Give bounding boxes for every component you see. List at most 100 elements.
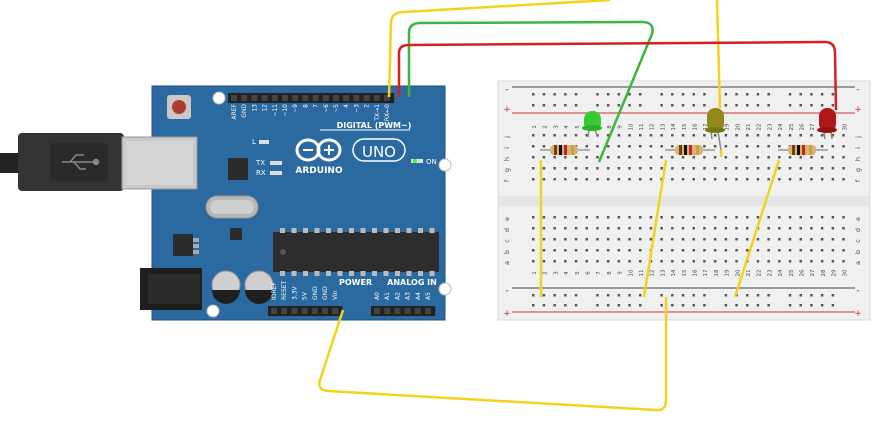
resistor[interactable] [665, 145, 715, 155]
red-led[interactable] [817, 108, 837, 140]
column-number: 23 [767, 269, 773, 276]
rail-minus-label: - [856, 85, 859, 95]
analog-pin-label: A0 [374, 292, 381, 300]
digital-pin[interactable] [333, 95, 339, 101]
digital-pin-label: 4 [343, 104, 350, 108]
digital-pin[interactable] [231, 95, 237, 101]
column-number: 13 [660, 123, 666, 130]
digital-pin-label: 7 [313, 104, 320, 108]
column-number: 20 [735, 269, 741, 276]
digital-pin[interactable] [302, 95, 309, 101]
digital-pin[interactable] [282, 95, 288, 101]
wire-yellow-gnd[interactable] [318, 297, 668, 412]
jumper-wires-breadboard[interactable] [539, 150, 781, 298]
breadboard[interactable]: 1122334455667788991010111112121313141415… [497, 80, 871, 321]
digital-pin[interactable] [261, 95, 268, 101]
row-letter: g [854, 168, 862, 172]
column-number: 6 [586, 271, 592, 275]
analog-pin-label: A5 [425, 292, 432, 300]
digital-pin-label: RX←0 [384, 104, 391, 121]
column-number: 9 [618, 125, 624, 129]
reset-button[interactable] [167, 95, 191, 119]
power-pin[interactable] [281, 308, 288, 314]
power-pin[interactable] [322, 308, 328, 314]
digital-pin[interactable] [343, 95, 350, 101]
digital-pin[interactable] [373, 95, 380, 101]
digital-pin-label: ~9 [292, 104, 299, 113]
row-letter: b [854, 250, 862, 254]
digital-pin[interactable] [271, 95, 278, 101]
column-number: 19 [725, 123, 731, 130]
power-pin[interactable] [291, 308, 298, 314]
column-number: 19 [725, 269, 731, 276]
power-pin[interactable] [271, 308, 277, 314]
column-number: 18 [714, 269, 720, 276]
arduino-uno-board[interactable]: L TX RX ON UNO ARDUINO DIGITAL (PWM~) PO… [121, 85, 452, 321]
digital-pin-label: AREF [231, 103, 238, 119]
power-jack[interactable] [140, 268, 202, 310]
column-number: 28 [821, 269, 827, 276]
digital-pin-label: 13 [251, 104, 258, 112]
column-number: 20 [735, 123, 741, 130]
analog-pin[interactable] [384, 308, 391, 314]
digital-header-pins[interactable] [228, 93, 395, 103]
analog-pin[interactable] [425, 308, 431, 314]
digital-pin[interactable] [312, 95, 319, 101]
wire-yellow-pin4[interactable] [387, 0, 722, 109]
model-label: UNO [362, 143, 396, 161]
power-pin[interactable] [311, 308, 318, 314]
row-letter: e [854, 217, 862, 221]
brand-label: ARDUINO [295, 166, 343, 176]
digital-pin[interactable] [241, 95, 248, 101]
green-led[interactable] [582, 111, 602, 138]
analog-header-pins[interactable] [371, 306, 436, 316]
capacitor-1 [211, 270, 241, 304]
column-number: 1 [532, 271, 538, 275]
column-number: 27 [810, 123, 816, 130]
row-letter: c [854, 239, 862, 243]
row-letter: b [503, 250, 511, 254]
column-number: 30 [842, 123, 848, 130]
column-number: 8 [607, 125, 613, 129]
row-letter: e [503, 217, 511, 221]
power-pin-label: RESET [281, 280, 288, 300]
column-number: 29 [832, 269, 838, 276]
analog-pin[interactable] [394, 308, 401, 314]
analog-pin-label: A3 [405, 292, 412, 300]
digital-pin[interactable] [251, 95, 258, 101]
column-number: 25 [789, 123, 795, 130]
analog-pin[interactable] [404, 308, 411, 314]
column-number: 17 [703, 269, 709, 276]
resistor[interactable] [778, 145, 828, 155]
column-number: 26 [800, 269, 806, 276]
wire-red-pin3[interactable] [397, 40, 838, 111]
wire-green-pin2[interactable] [407, 20, 654, 163]
power-header-pins[interactable] [268, 306, 343, 316]
row-letter: j [854, 136, 862, 139]
digital-pin-label: 8 [302, 104, 309, 108]
digital-pin[interactable] [292, 95, 299, 101]
yellow-led[interactable] [705, 108, 725, 151]
digital-pin-label: ~5 [333, 104, 340, 113]
digital-pin[interactable] [363, 95, 370, 101]
column-number: 26 [800, 123, 806, 130]
column-number: 24 [778, 123, 784, 130]
column-number: 4 [564, 271, 570, 275]
on-label: ON [426, 158, 437, 166]
row-letter: f [854, 179, 862, 182]
digital-pin[interactable] [384, 95, 390, 101]
resistor[interactable] [540, 145, 590, 155]
analog-pin[interactable] [374, 308, 380, 314]
analog-pin[interactable] [414, 308, 421, 314]
digital-pin[interactable] [322, 95, 329, 101]
column-number: 14 [671, 123, 677, 130]
power-pin[interactable] [332, 308, 339, 314]
digital-pin[interactable] [353, 95, 360, 101]
digital-pin-label: ~11 [272, 104, 279, 117]
power-pin-label: 3.3V [291, 285, 298, 300]
digital-pin-label: ~10 [282, 104, 289, 117]
column-number: 9 [618, 271, 624, 275]
rail-plus-label: + [854, 105, 862, 115]
power-pin[interactable] [301, 308, 308, 314]
